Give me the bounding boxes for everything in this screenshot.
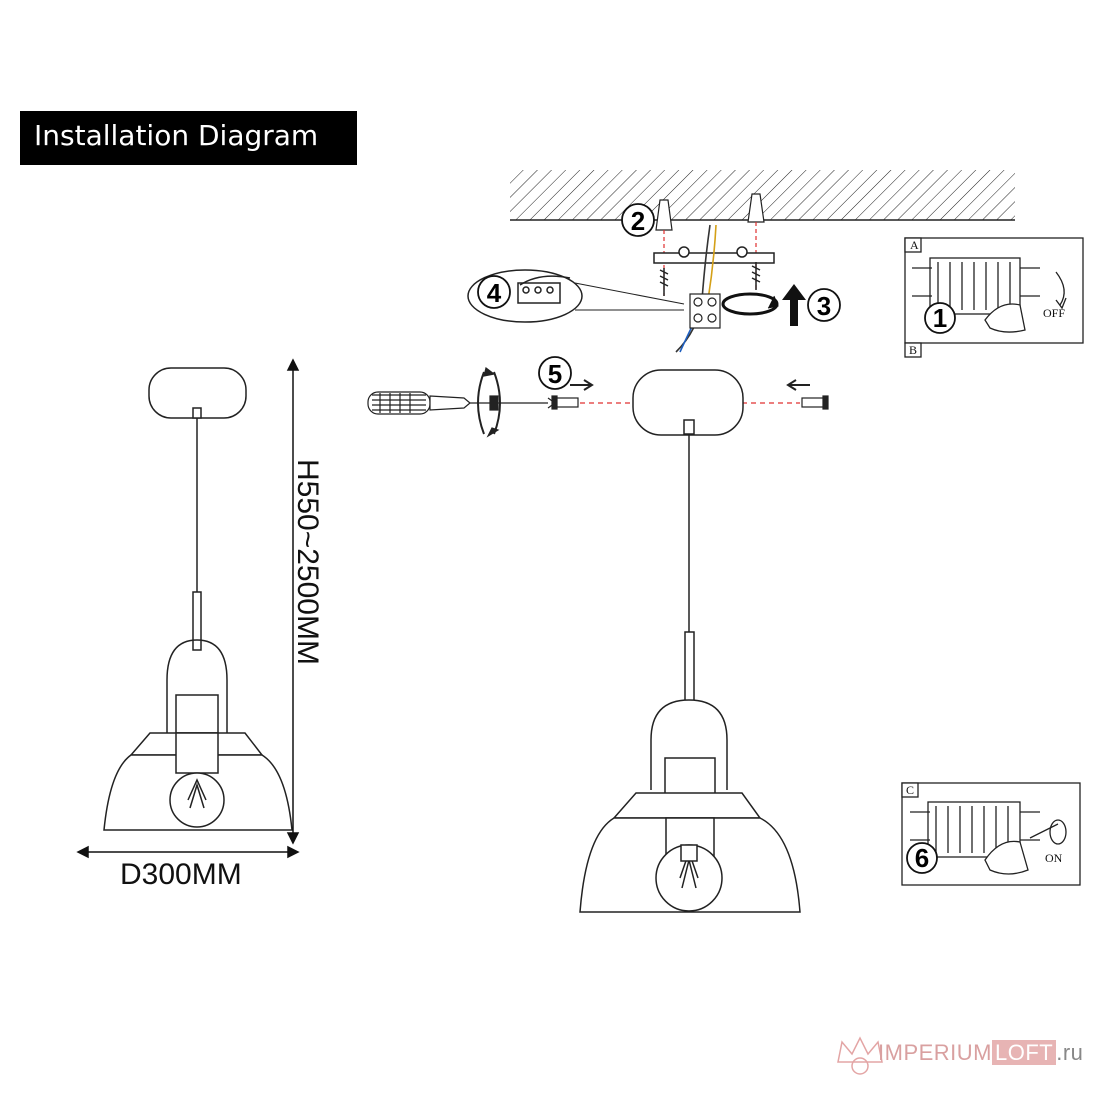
- left-screw: [551, 379, 594, 410]
- breaker-off-panel: [904, 237, 1084, 358]
- watermark-brand: IMPERIUM: [878, 1040, 992, 1065]
- switch-off-label: OFF: [1043, 306, 1065, 320]
- screwdriver-icon: [367, 366, 557, 438]
- height-label: H550~2500MM: [291, 459, 324, 665]
- step-6-badge: 6: [906, 842, 938, 874]
- svg-text:4: 4: [487, 278, 502, 308]
- socket-body: [175, 732, 219, 774]
- step-2-badge: 2: [621, 203, 655, 237]
- svg-text:1: 1: [933, 303, 947, 333]
- diameter-dimension-line: [76, 845, 300, 859]
- switch-on-label: ON: [1045, 851, 1063, 865]
- rotate-arrow-icon: [721, 292, 779, 316]
- assembled-lamp: [579, 369, 801, 913]
- svg-text:5: 5: [548, 359, 562, 389]
- lamp-holder: [175, 694, 219, 734]
- cable-grip: [192, 407, 202, 419]
- step-badges: 1 2 3 4 5 6: [477, 203, 956, 874]
- cable-sleeve: [192, 591, 202, 651]
- svg-text:6: 6: [915, 843, 929, 873]
- bulb: [169, 772, 225, 828]
- panel-tag-b: B: [909, 343, 917, 357]
- panel-tag-a: A: [910, 238, 919, 252]
- diameter-label: D300MM: [120, 858, 242, 891]
- right-screw: [786, 379, 829, 410]
- handle-loop: [166, 639, 228, 733]
- panel-tag-c: C: [906, 783, 914, 797]
- svg-text:2: 2: [631, 206, 645, 236]
- step-4-badge: 4: [477, 275, 511, 309]
- dimensioned-lamp: [103, 367, 293, 831]
- svg-text:3: 3: [817, 291, 831, 321]
- diagram-title: Installation Diagram: [20, 111, 357, 165]
- bulb-filament: [187, 778, 207, 809]
- step-3-badge: 3: [807, 288, 841, 322]
- watermark-domain: .ru: [1056, 1040, 1084, 1065]
- step-5-badge: 5: [538, 356, 572, 390]
- watermark-brand-highlight: LOFT: [992, 1040, 1057, 1065]
- supply-wires: [675, 224, 717, 353]
- breaker-on-panel: [901, 782, 1081, 886]
- height-dimension-line: [286, 358, 300, 845]
- step-1-badge: 1: [924, 302, 956, 334]
- watermark-crown-icon: [837, 1036, 883, 1075]
- terminal-block: [689, 293, 721, 329]
- up-arrow-icon: [782, 284, 806, 326]
